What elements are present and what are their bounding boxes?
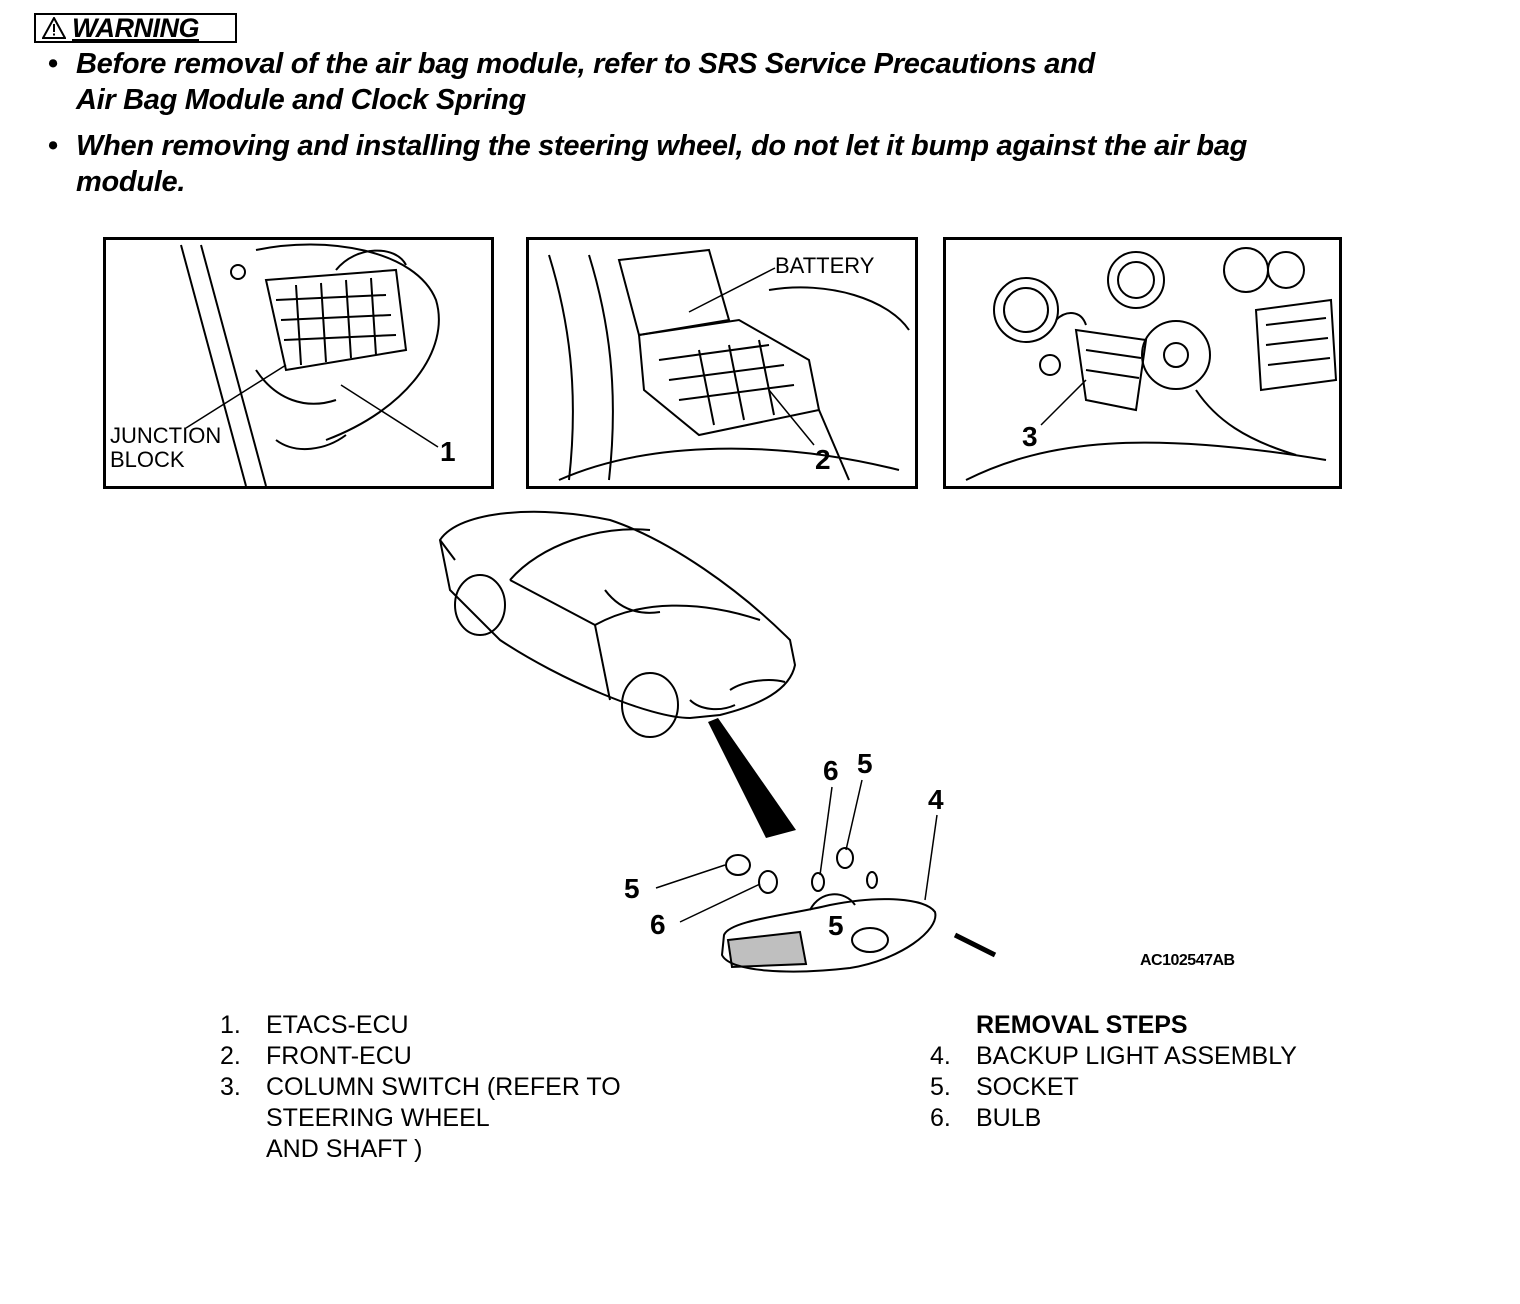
legend-item-1-text: ETACS-ECU (266, 1011, 409, 1039)
warning-bullet-2: • When removing and installing the steer… (48, 128, 1496, 200)
callout-6-left: 6 (650, 909, 666, 940)
removal-step-6-text: BULB (976, 1104, 1042, 1132)
warning-triangle-icon (42, 17, 66, 39)
warning-title: WARNING (72, 12, 200, 43)
legend-left: 1. ETACS-ECU 2. FRONT-ECU 3. COLUMN SWITCH … (220, 1010, 621, 1165)
callout-3: 3 (1022, 421, 1038, 452)
legend-item-3-text: COLUMN SWITCH (REFER TO (266, 1073, 621, 1101)
warning-box: WARNING (34, 13, 237, 43)
removal-step-4-text: BACKUP LIGHT ASSEMBLY (976, 1042, 1297, 1070)
legend-item-3-num: 3. (220, 1073, 241, 1101)
legend-item-1: 1. ETACS-ECU (220, 1010, 621, 1041)
panel-junction-block: JUNCTION BLOCK 1 (103, 237, 494, 489)
legend-item-2: 2. FRONT-ECU (220, 1041, 621, 1072)
warning-bullet-1-line-2: Air Bag Module and Clock Spring (76, 84, 526, 116)
callout-6-upper: 6 (823, 755, 839, 786)
leader-lines (655, 779, 938, 923)
battery-label: BATTERY (775, 253, 875, 278)
removal-step-4-num: 4. (930, 1042, 951, 1070)
figure-code: AC102547AB (1140, 952, 1235, 969)
sockets-bulbs (725, 847, 997, 958)
removal-step-6: 6. BULB (930, 1103, 1297, 1134)
callout-5-left: 5 (624, 873, 640, 904)
legend-item-3: 3. COLUMN SWITCH (REFER TO (220, 1072, 621, 1103)
battery-drawing (548, 248, 910, 481)
removal-step-4: 4. BACKUP LIGHT ASSEMBLY (930, 1041, 1297, 1072)
callout-5-upper: 5 (857, 748, 873, 779)
callout-5-assembly: 5 (828, 910, 844, 941)
warning-bullet-1-line-1: Before removal of the air bag module, re… (76, 48, 1095, 80)
junction-block-drawing (180, 243, 440, 487)
junction-block-label-line-1: JUNCTION (110, 423, 222, 448)
legend-right: REMOVAL STEPS 4. BACKUP LIGHT ASSEMBLY 5.… (930, 1010, 1297, 1134)
detail-pointer (708, 718, 796, 838)
removal-step-6-num: 6. (930, 1104, 951, 1132)
removal-steps-heading: REMOVAL STEPS (976, 1011, 1188, 1039)
junction-block-label: JUNCTION BLOCK (110, 424, 221, 472)
legend-item-3-cont-2: AND SHAFT ) (266, 1135, 423, 1163)
legend-item-3-cont-1: STEERING WHEEL (266, 1104, 490, 1132)
legend-item-2-text: FRONT-ECU (266, 1042, 412, 1070)
removal-step-5-text: SOCKET (976, 1073, 1079, 1101)
bullet-dot: • (48, 130, 58, 162)
callout-2: 2 (815, 444, 831, 475)
junction-block-label-line-2: BLOCK (110, 447, 185, 472)
warning-bullet-2-line-2: module. (76, 166, 186, 198)
warning-bullet-2-line-1: When removing and installing the steerin… (76, 130, 1248, 162)
legend-item-2-num: 2. (220, 1042, 241, 1070)
callout-4: 4 (928, 784, 944, 815)
column-switch-drawing (965, 247, 1338, 481)
bullet-dot: • (48, 48, 58, 80)
callout-1: 1 (440, 436, 456, 467)
warning-bullet-1: • Before removal of the air bag module, … (48, 46, 1456, 118)
legend-item-1-num: 1. (220, 1011, 241, 1039)
panel-battery: BATTERY 2 (526, 237, 918, 489)
removal-step-5-num: 5. (930, 1073, 951, 1101)
car-outline (438, 510, 797, 738)
panel-column-switch: 3 (943, 237, 1342, 489)
removal-step-5: 5. SOCKET (930, 1072, 1297, 1103)
